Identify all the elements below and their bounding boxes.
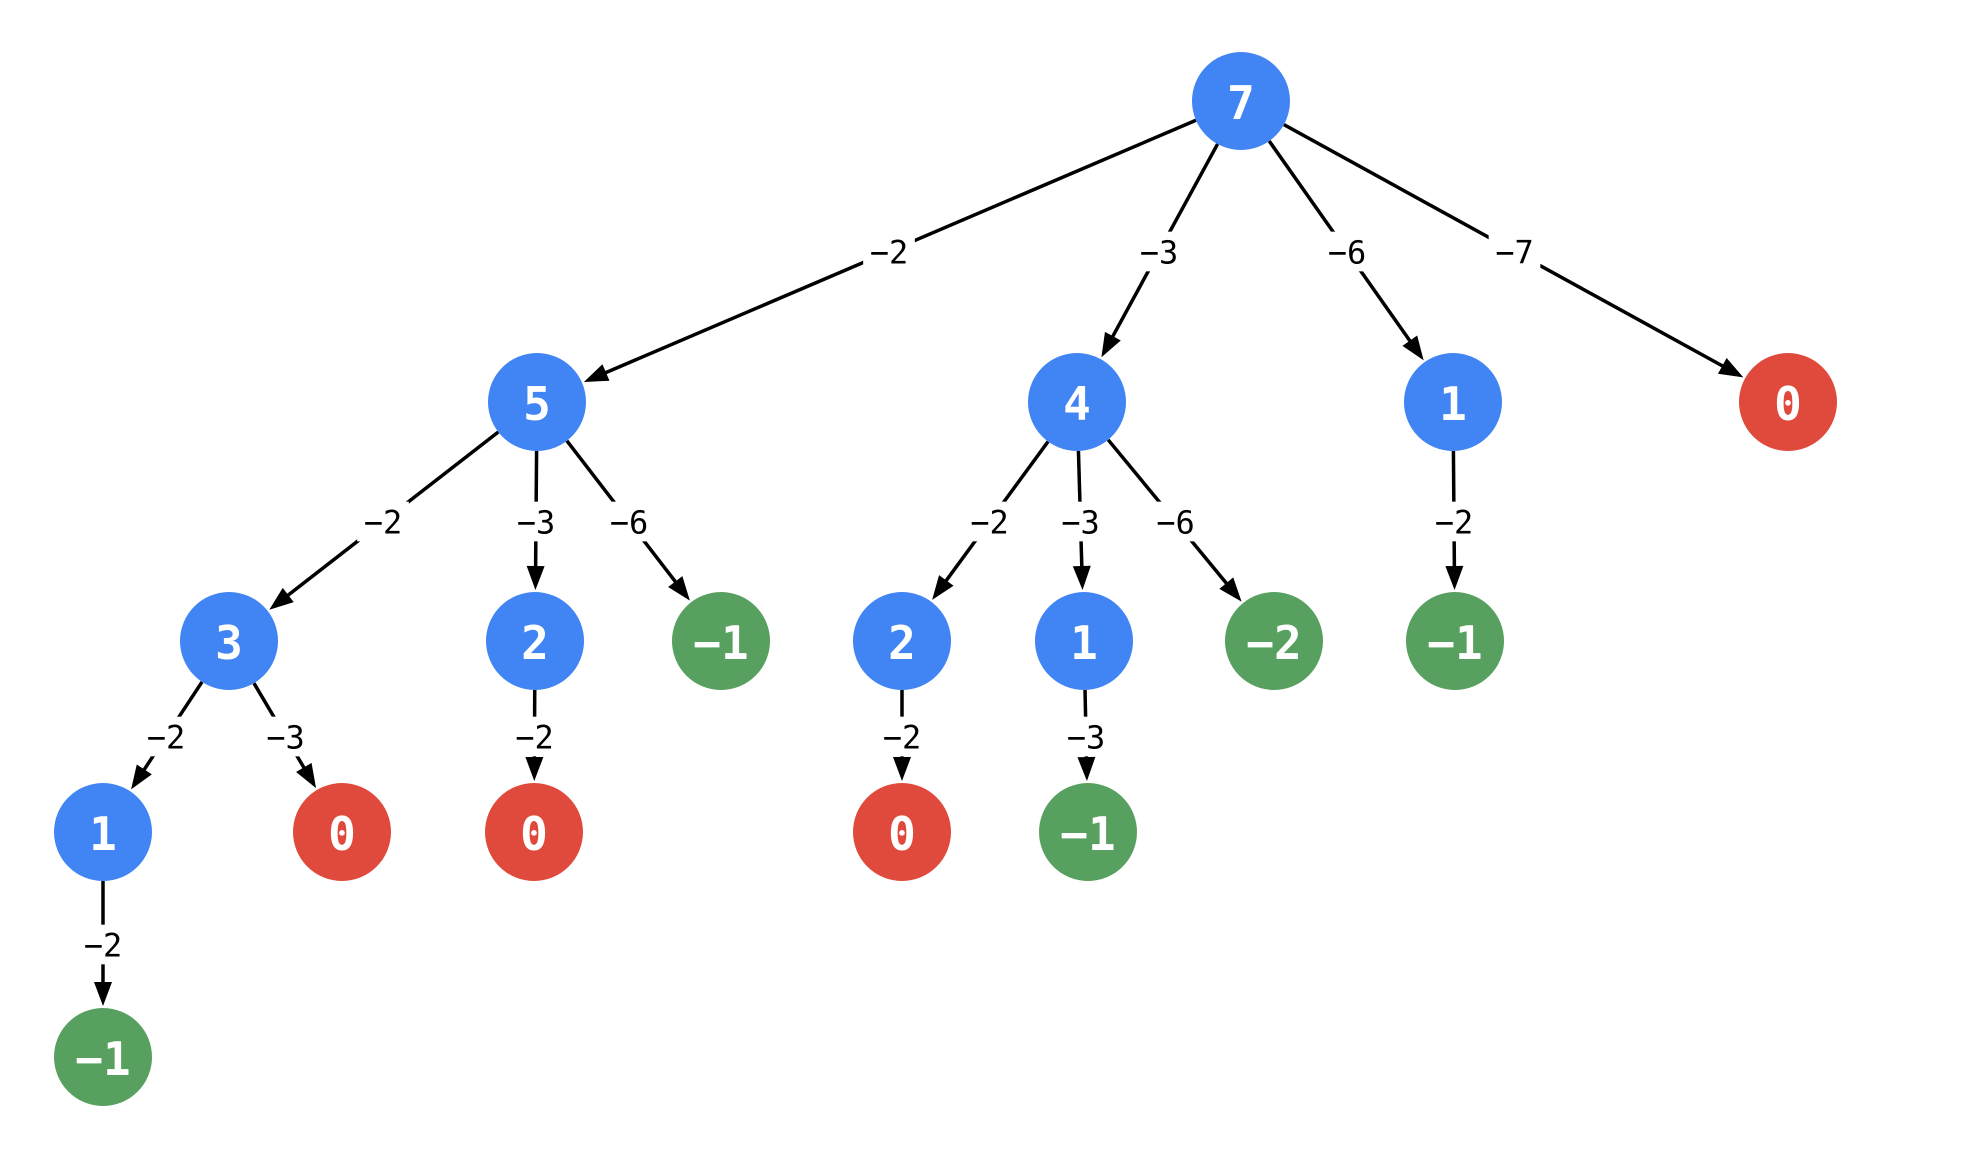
edge-label-bg — [876, 716, 928, 757]
edge-label-bg — [1321, 231, 1373, 272]
edge-arrowhead — [1077, 756, 1096, 782]
tree-node-circle — [485, 783, 583, 881]
tree-node-circle — [1225, 592, 1323, 690]
edge-label: −2 — [870, 234, 909, 272]
tree-node-value: 2 — [521, 616, 549, 670]
edge-arrowhead — [1445, 565, 1464, 591]
edge-label: −3 — [1067, 719, 1106, 757]
tree-node-value: 4 — [1063, 377, 1091, 431]
tree-node-value: 1 — [1070, 616, 1098, 670]
edge-label-bg — [863, 231, 915, 272]
tree-node-circle — [1035, 592, 1133, 690]
edge-label-bg — [508, 716, 561, 757]
edge-label: −2 — [515, 719, 554, 757]
edge-label-bg — [603, 501, 655, 542]
edge-arrowhead — [1219, 577, 1242, 602]
edge-arrowhead — [526, 565, 545, 591]
tree-node-value: −2 — [1246, 616, 1301, 670]
tree-node-circle — [486, 592, 584, 690]
tree-node-circle — [1406, 592, 1504, 690]
tree-node-value: 5 — [523, 377, 551, 431]
edge-label-bg — [140, 716, 192, 757]
tree-node-circle — [54, 783, 152, 881]
edge-label-bg — [1149, 501, 1202, 542]
tree-node-value: −1 — [693, 616, 748, 670]
edge-label: −2 — [364, 504, 403, 542]
edge-label-bg — [1488, 231, 1541, 272]
edge-label-bg — [77, 924, 129, 965]
edge-label-bg — [1428, 501, 1480, 542]
tree-node-value: 0 — [328, 807, 356, 861]
edge-arrowhead — [893, 757, 911, 781]
edge-arrowhead — [1072, 565, 1091, 591]
edge-label-bg — [357, 501, 409, 542]
edge-label: −2 — [883, 719, 922, 757]
tree-node-value: 2 — [888, 616, 916, 670]
tree-node-circle — [672, 592, 770, 690]
edge-label: −3 — [1140, 234, 1179, 272]
edge-arrowhead — [1717, 357, 1744, 378]
edge-arrowhead — [296, 762, 317, 789]
tree-node-value: −1 — [1427, 616, 1482, 670]
edge-arrowhead — [583, 364, 610, 382]
tree-node-value: 7 — [1227, 76, 1255, 130]
tree-node-value: 0 — [520, 807, 548, 861]
edge-arrowhead — [131, 764, 152, 790]
edge-label: −3 — [1061, 504, 1100, 542]
edge-label-bg — [259, 716, 312, 757]
tree-node-value: 1 — [89, 807, 117, 861]
edge-label: −7 — [1495, 234, 1534, 272]
tree-node-circle — [1039, 783, 1137, 881]
edge-label: −2 — [1435, 504, 1474, 542]
edge-arrowhead — [525, 756, 544, 782]
edge-arrowhead — [932, 575, 954, 600]
tree-node-circle — [488, 353, 586, 451]
tree-node-circle — [1739, 353, 1837, 451]
edge-label-bg — [1133, 231, 1185, 272]
edge-label: −6 — [1156, 504, 1195, 542]
edge-label-bg — [510, 501, 562, 542]
edge-arrowhead — [668, 576, 690, 601]
edge-label: −2 — [84, 927, 123, 965]
edge-label: −3 — [266, 719, 305, 757]
tree-node-value: −1 — [1060, 807, 1115, 861]
tree-node-circle — [1028, 353, 1126, 451]
tree-node-circle — [1192, 52, 1290, 150]
edge-arrowhead — [269, 587, 294, 610]
tree-node-value: 1 — [1439, 377, 1467, 431]
edge-label: −2 — [147, 719, 186, 757]
edge-label: −6 — [610, 504, 649, 542]
tree-node-circle — [1404, 353, 1502, 451]
edge-label: −6 — [1328, 234, 1367, 272]
tree-node-value: −1 — [75, 1032, 130, 1086]
edge-label-bg — [1054, 501, 1107, 542]
edge-label-bg — [1060, 716, 1112, 757]
tree-node-value: 0 — [888, 807, 916, 861]
tree-node-circle — [293, 783, 391, 881]
edge-arrowhead — [1101, 331, 1121, 358]
tree-node-circle — [54, 1008, 152, 1106]
edge-arrowhead — [94, 982, 112, 1006]
edge-label: −2 — [970, 504, 1009, 542]
edge-label-bg — [963, 501, 1016, 542]
edge-arrowhead — [1402, 335, 1424, 361]
tree-node-circle — [853, 592, 951, 690]
tree-node-circle — [853, 783, 951, 881]
tree-node-value: 0 — [1774, 377, 1802, 431]
tree-node-circle — [180, 592, 278, 690]
edge-label: −3 — [517, 504, 556, 542]
tree-node-value: 3 — [215, 616, 243, 670]
